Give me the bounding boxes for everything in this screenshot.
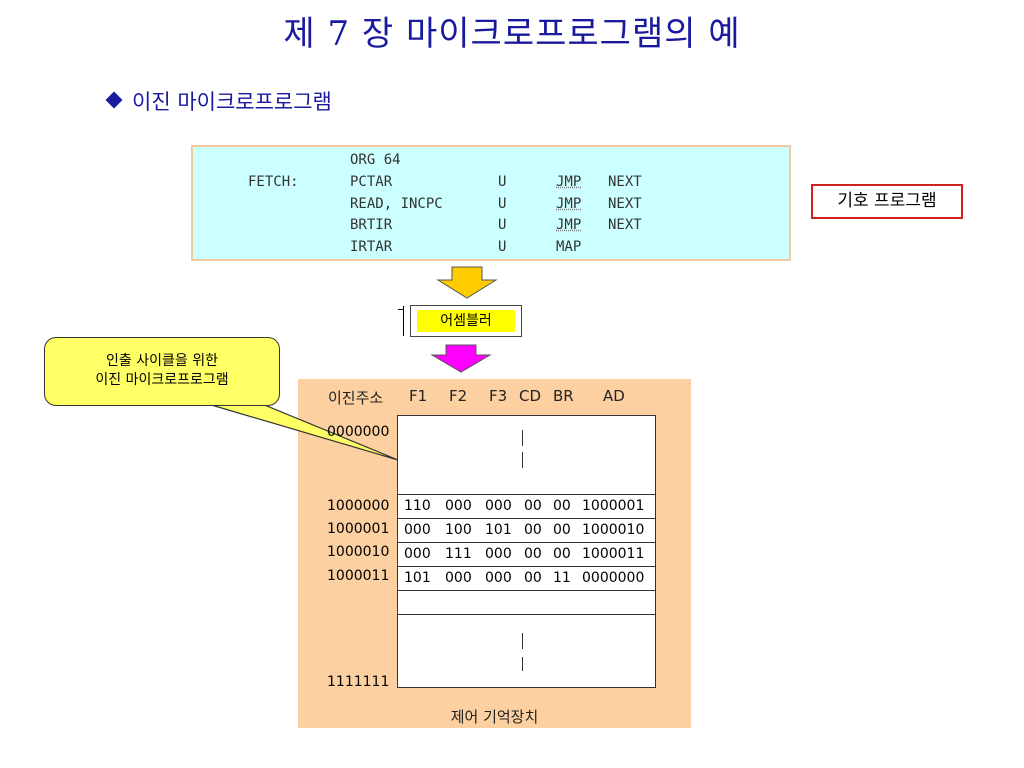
- cell-f1: 110: [404, 498, 431, 514]
- cell-f3: 000: [485, 570, 512, 586]
- address-top: 0000000: [327, 424, 390, 440]
- ellipsis-dash: [522, 452, 523, 468]
- sym-line-2-cond: U: [498, 174, 507, 190]
- address-bottom: 1111111: [327, 674, 390, 690]
- subtitle-text: 이진 마이크로프로그램: [132, 90, 332, 114]
- cell-f2: 000: [445, 570, 472, 586]
- page-title: 제 7 장 마이크로프로그램의 예: [283, 14, 741, 54]
- table-row: [398, 614, 655, 687]
- assembler-marker-tick: [398, 309, 403, 310]
- sym-line-3-branch: JMP: [556, 196, 582, 212]
- address-row-2: 1000001: [327, 521, 390, 537]
- cell-f1: 000: [404, 546, 431, 562]
- table-row: 101 000 000 00 11 0000000: [398, 566, 655, 590]
- assembler-box: 어셈블러: [410, 305, 522, 337]
- cell-f3: 000: [485, 546, 512, 562]
- sym-line-1-operand: ORG 64: [350, 152, 401, 168]
- sym-line-4-ops: BRTIR: [350, 217, 393, 233]
- ellipsis-dash: [522, 430, 523, 446]
- table-row: 000 100 101 00 00 1000010: [398, 518, 655, 542]
- cell-f1: 000: [404, 522, 431, 538]
- assembler-label: 어셈블러: [417, 310, 515, 332]
- cell-cd: 00: [524, 570, 542, 586]
- sym-line-4-cond: U: [498, 217, 507, 233]
- address-row-4: 1000011: [327, 568, 390, 584]
- sym-line-3-cond: U: [498, 196, 507, 212]
- sym-line-2-branch: JMP: [556, 174, 582, 190]
- sym-line-4-target: NEXT: [608, 217, 642, 233]
- cell-f3: 101: [485, 522, 512, 538]
- table-row: 000 111 000 00 00 1000011: [398, 542, 655, 566]
- sym-line-5-cond: U: [498, 239, 507, 255]
- address-row-1: 1000000: [327, 498, 390, 514]
- cell-ad: 1000001: [582, 498, 645, 514]
- header-f2: F2: [449, 387, 468, 405]
- sym-line-3-target: NEXT: [608, 196, 642, 212]
- address-row-3: 1000010: [327, 544, 390, 560]
- cell-f2: 000: [445, 498, 472, 514]
- header-binary-address: 이진주소: [328, 389, 384, 407]
- header-f1: F1: [409, 387, 428, 405]
- sym-line-5-branch: MAP: [556, 239, 582, 255]
- header-cd: CD: [519, 387, 542, 405]
- cell-br: 00: [553, 498, 571, 514]
- callout-bubble: 인출 사이클을 위한 이진 마이크로프로그램: [44, 337, 280, 406]
- symbolic-program-tag: 기호 프로그램: [811, 184, 963, 219]
- cell-ad: 1000010: [582, 522, 645, 538]
- subtitle: 이진 마이크로프로그램: [105, 86, 332, 116]
- symbolic-program-box: ORG 64 FETCH: PCTAR U JMP NEXT READ, INC…: [191, 145, 791, 261]
- table-row: [398, 590, 655, 614]
- diamond-bullet-icon: [105, 91, 123, 109]
- control-memory-table: 110 000 000 00 00 1000001 000 100 101 00…: [397, 415, 656, 688]
- cell-f2: 100: [445, 522, 472, 538]
- sym-line-2-ops: PCTAR: [350, 174, 393, 190]
- sym-line-4-branch: JMP: [556, 217, 582, 233]
- sym-line-5-ops: IRTAR: [350, 239, 393, 255]
- down-arrow-icon: [436, 266, 498, 299]
- cell-cd: 00: [524, 546, 542, 562]
- ellipsis-dash: [522, 657, 523, 671]
- header-f3: F3: [489, 387, 508, 405]
- ellipsis-dash: [522, 633, 523, 649]
- cell-cd: 00: [524, 498, 542, 514]
- header-ad: AD: [603, 387, 625, 405]
- callout-line-1: 인출 사이클을 위한: [106, 353, 218, 369]
- sym-line-3-ops: READ, INCPC: [350, 196, 443, 212]
- header-br: BR: [553, 387, 574, 405]
- cell-br: 00: [553, 522, 571, 538]
- cell-br: 00: [553, 546, 571, 562]
- cell-f3: 000: [485, 498, 512, 514]
- cell-f2: 111: [445, 546, 472, 562]
- cell-ad: 1000011: [582, 546, 645, 562]
- assembler-marker: [403, 306, 404, 336]
- cell-cd: 00: [524, 522, 542, 538]
- sym-line-2-label: FETCH:: [248, 174, 299, 190]
- callout-line-2: 이진 마이크로프로그램: [95, 372, 229, 388]
- sym-line-2-target: NEXT: [608, 174, 642, 190]
- down-arrow-icon: [430, 344, 492, 373]
- cell-br: 11: [553, 570, 571, 586]
- control-memory-caption: 제어 기억장치: [450, 708, 539, 726]
- cell-f1: 101: [404, 570, 431, 586]
- cell-ad: 0000000: [582, 570, 645, 586]
- table-row: 110 000 000 00 00 1000001: [398, 494, 655, 518]
